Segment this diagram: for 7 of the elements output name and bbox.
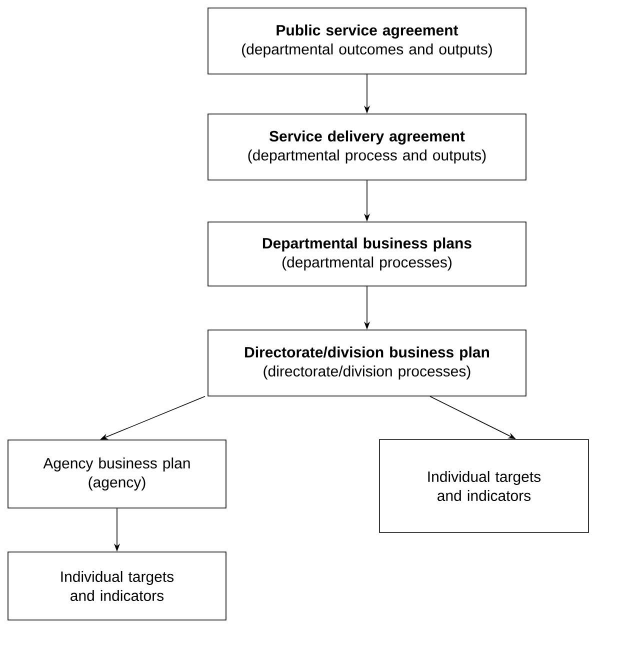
process-box: Service delivery agreement (departmental process and outputs) [208, 114, 526, 180]
process-box: Individual targets and indicators [8, 552, 226, 620]
process-box: Public service agreement (departmental outcomes and outputs) [208, 8, 526, 74]
process-box: Departmental business plans (departmental processes) [208, 222, 526, 286]
process-box: Agency business plan (agency) [8, 440, 226, 508]
process-box: Directorate/division business plan (directorate/division processes) [208, 330, 526, 396]
process-box: Individual targets and indicators [379, 439, 589, 533]
